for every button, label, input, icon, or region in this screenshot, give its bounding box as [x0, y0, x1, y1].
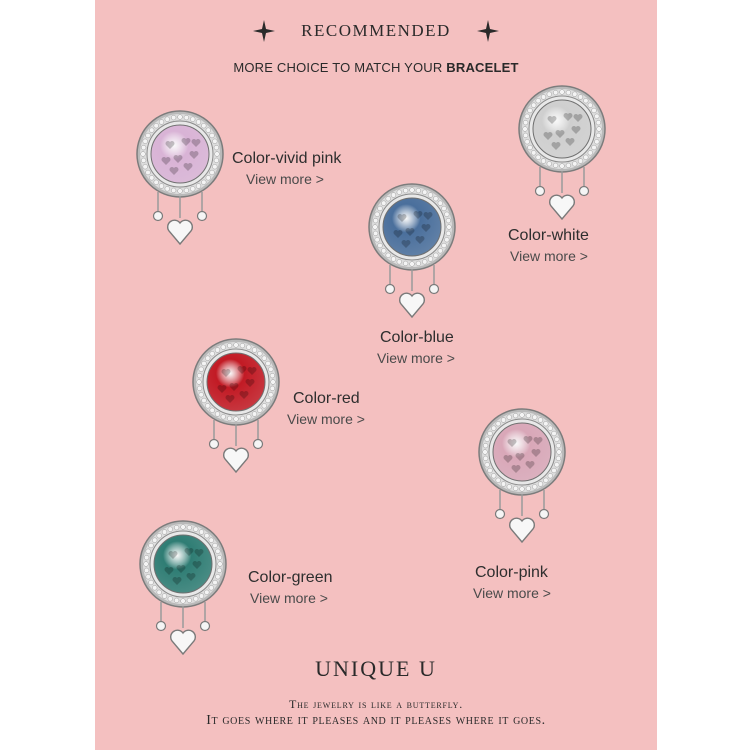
- product-name: Color-pink: [475, 564, 548, 581]
- charm-image-vivid-pink[interactable]: [130, 110, 230, 250]
- view-more-link[interactable]: View more >: [510, 248, 588, 264]
- subtitle-text: MORE CHOICE TO MATCH YOUR: [233, 60, 443, 75]
- product-label-red: Color-red View more >: [287, 390, 365, 427]
- product-name: Color-vivid pink: [232, 150, 342, 167]
- tagline-line-1: The jewelry is like a butterfly.: [288, 697, 464, 711]
- view-more-link[interactable]: View more >: [287, 411, 365, 427]
- tagline-line-2: It goes where it pleases and it pleases …: [206, 713, 546, 728]
- product-label-vivid-pink: Color-vivid pink View more >: [232, 150, 341, 187]
- section-header: RECOMMENDED: [95, 14, 657, 48]
- charm-image-red[interactable]: [186, 338, 286, 478]
- product-name: Color-red: [293, 390, 360, 407]
- sparkle-icon: [476, 20, 499, 42]
- charm-image-pink[interactable]: [472, 408, 572, 548]
- dreamcatcher-charm-icon: [192, 338, 280, 474]
- product-label-pink: Color-pink View more >: [473, 564, 551, 601]
- dreamcatcher-charm-icon: [136, 110, 224, 246]
- product-name: Color-green: [248, 569, 333, 586]
- view-more-link[interactable]: View more >: [250, 590, 328, 606]
- sparkle-icon: [253, 20, 276, 42]
- view-more-link[interactable]: View more >: [246, 171, 324, 187]
- view-more-link[interactable]: View more >: [473, 585, 551, 601]
- product-label-white: Color-white View more >: [508, 227, 589, 264]
- charm-image-green[interactable]: [133, 520, 233, 660]
- view-more-link[interactable]: View more >: [377, 350, 455, 366]
- charm-image-blue[interactable]: [362, 183, 462, 323]
- product-name: Color-white: [508, 227, 589, 244]
- product-label-green: Color-green View more >: [248, 569, 332, 606]
- product-name: Color-blue: [380, 329, 454, 346]
- dreamcatcher-charm-icon: [518, 85, 606, 221]
- brand-title: UNIQUE U: [315, 656, 437, 681]
- subtitle-bold: BRACELET: [446, 60, 519, 75]
- section-subtitle: MORE CHOICE TO MATCH YOUR BRACELET: [95, 60, 657, 75]
- charm-image-white[interactable]: [512, 85, 612, 225]
- dreamcatcher-charm-icon: [478, 408, 566, 544]
- product-label-blue: Color-blue View more >: [377, 329, 455, 366]
- dreamcatcher-charm-icon: [139, 520, 227, 656]
- dreamcatcher-charm-icon: [368, 183, 456, 319]
- section-title: RECOMMENDED: [301, 21, 451, 40]
